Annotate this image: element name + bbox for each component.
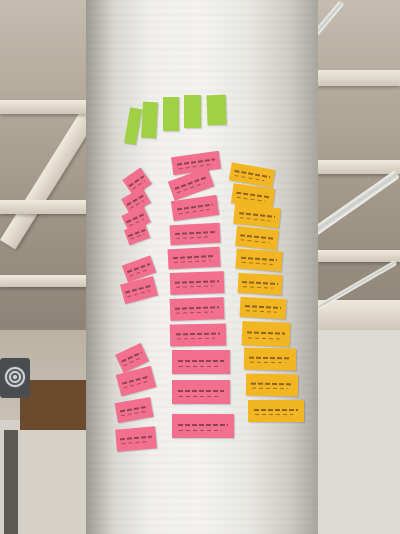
pink-left-note-10: [115, 426, 157, 452]
pink-center-note-8: [169, 323, 227, 347]
green-note-2: [141, 101, 158, 139]
right-ceiling-beam-2: [318, 160, 400, 174]
right-ceiling-beam-4: [318, 300, 400, 330]
wall-fan-icon: [0, 358, 30, 398]
green-note-4: [184, 95, 201, 128]
left-door-edge: [4, 430, 18, 534]
pink-center-note-5: [167, 246, 221, 270]
yellow-note-4: [235, 225, 279, 251]
left-ceiling-beam-3: [0, 275, 90, 287]
yellow-note-8: [241, 321, 291, 347]
pink-center-note-11: [172, 414, 234, 438]
pink-center-note-4: [169, 222, 221, 246]
green-note-1: [123, 107, 143, 145]
right-ceiling-beam-1: [318, 70, 400, 86]
pink-left-note-6: [119, 275, 159, 305]
brown-window-panel: [20, 380, 86, 430]
yellow-note-3: [233, 203, 281, 229]
green-note-5: [206, 94, 227, 126]
pink-center-note-6: [169, 271, 225, 295]
left-ceiling-beam-2: [0, 200, 90, 214]
yellow-note-5: [235, 248, 283, 272]
right-wall: [318, 330, 400, 534]
pink-center-note-7: [169, 297, 225, 321]
pink-center-note-9: [172, 350, 230, 374]
green-note-3: [163, 97, 179, 131]
yellow-note-9: [243, 347, 297, 371]
yellow-note-7: [239, 296, 287, 320]
left-ceiling-beam-1: [0, 100, 90, 114]
pink-center-note-10: [172, 380, 230, 404]
yellow-note-10: [245, 373, 299, 397]
yellow-note-6: [237, 272, 283, 296]
yellow-note-11: [248, 400, 304, 422]
right-ceiling-beam-3: [318, 250, 400, 262]
pink-left-note-9: [114, 397, 154, 423]
